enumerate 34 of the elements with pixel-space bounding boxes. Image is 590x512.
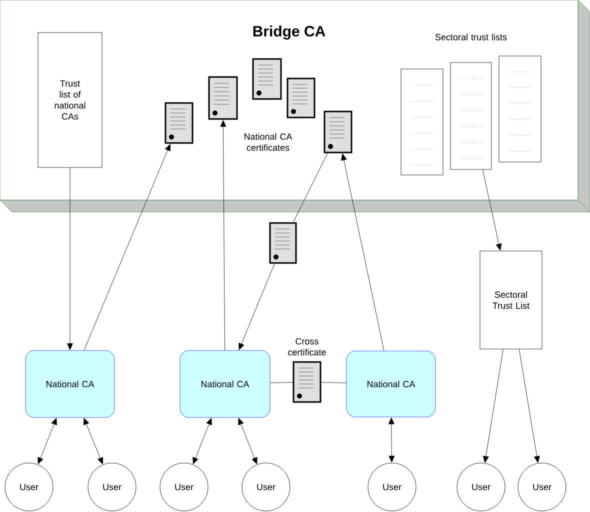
certificate-drawing [208,76,238,120]
arrow [238,264,275,350]
list-box [498,56,542,162]
certificate-drawing [288,338,326,403]
arrow [192,418,212,464]
arrow [518,349,540,463]
ca-box: National CA [180,350,270,418]
certificate-drawing [252,58,282,100]
heading-label: Sectoral trust lists [435,34,507,40]
list-box: Sectoral Trust List [480,250,542,350]
list-box [400,68,444,176]
arrow [238,418,258,464]
ca-box: National CA [346,350,436,418]
arrow [84,144,170,350]
arrow [483,349,504,463]
arrow [482,170,502,250]
ca-box: National CA [25,350,115,418]
connector-line [270,382,293,384]
list-box: Trust list of national CAs [38,32,102,168]
arrow [340,154,384,351]
node-label: Cross certificate [288,338,326,356]
arrow [67,168,73,350]
list-box [450,62,492,170]
connector-line [293,153,328,222]
certificate-drawing [164,102,194,144]
certificate-drawing [324,110,352,154]
connector-line [321,382,346,384]
arrow [38,418,57,464]
certificate-drawing [269,222,297,264]
arrow [84,418,104,464]
caption: National CA certificates [244,133,292,151]
arrow [388,418,395,462]
certificate-drawing [286,78,316,118]
arrow [220,120,226,350]
